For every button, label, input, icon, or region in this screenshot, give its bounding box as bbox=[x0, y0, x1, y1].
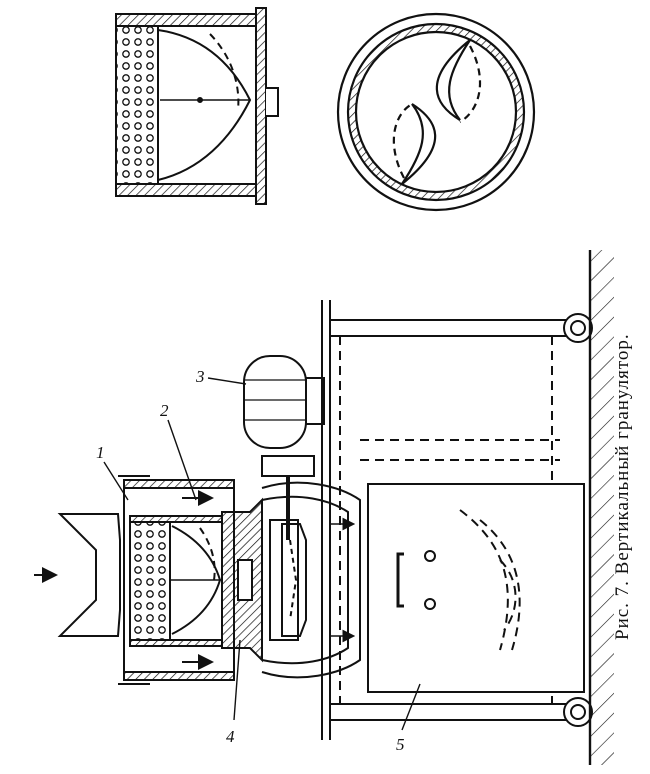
granulator-assembly bbox=[34, 250, 614, 765]
label-2: 2 bbox=[160, 401, 169, 420]
part-labels: 1 2 3 4 5 bbox=[96, 367, 405, 754]
label-5: 5 bbox=[396, 735, 405, 754]
label-3: 3 bbox=[195, 367, 205, 386]
label-4: 4 bbox=[226, 727, 235, 746]
label-leaders bbox=[103, 377, 421, 731]
label-1: 1 bbox=[96, 443, 105, 462]
ring-section-view bbox=[336, 12, 536, 212]
figure-caption: Рис. 7. Вертикальный гранулятор. bbox=[612, 333, 633, 640]
basket-section-detail bbox=[115, 7, 279, 205]
